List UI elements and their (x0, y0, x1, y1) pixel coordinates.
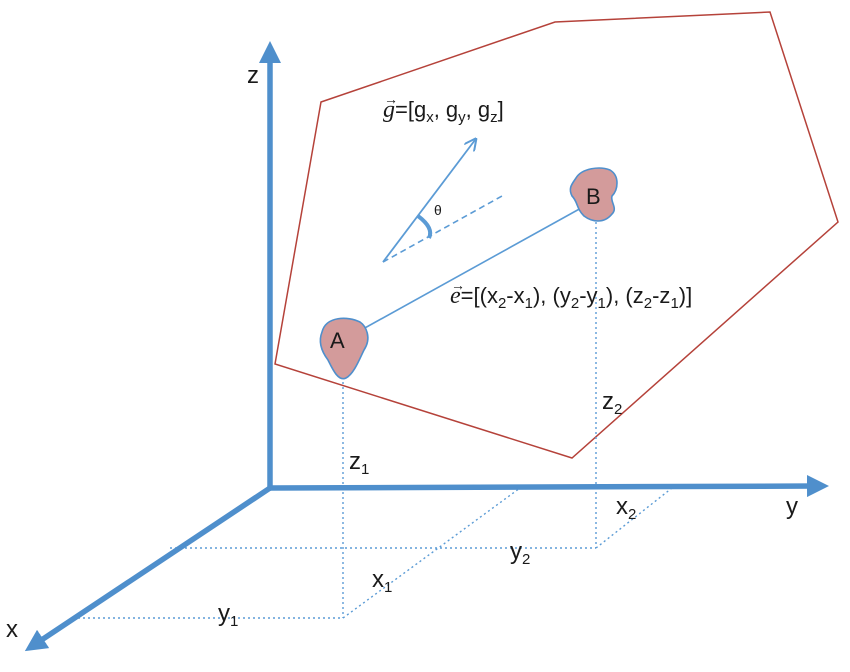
y2-label: y2 (510, 538, 531, 568)
x-axis-label: x (6, 616, 18, 643)
z2-label: z2 (602, 388, 623, 418)
edge-line (353, 201, 593, 335)
point-b-label: B (586, 184, 601, 209)
plane-polygon (274, 11, 839, 459)
angle-arc (416, 214, 433, 239)
point-a-blob (319, 317, 369, 380)
z-axis-label: z (247, 62, 259, 89)
point-a-label: A (330, 328, 345, 353)
x-axis (24, 485, 273, 652)
x2-label: x2 (616, 493, 637, 523)
theta-label: θ (434, 202, 442, 218)
edge-symbol: →e (450, 279, 465, 309)
edge-vector-label: →e=[(x2-x1), (y2-y1), (z2-z1)] (450, 279, 693, 312)
y-axis (267, 475, 829, 498)
projection-lines (78, 222, 673, 619)
gravity-arrow (382, 140, 475, 263)
axes (24, 41, 829, 652)
x1-label: x1 (372, 566, 393, 596)
y-axis-label: y (786, 493, 798, 520)
point-b-blob (569, 167, 618, 222)
z1-label: z1 (349, 448, 370, 478)
gravity-vector-label: →g=[gx, gy, gz] (383, 93, 504, 126)
gravity-dashed-reference (382, 195, 503, 263)
y1-label: y1 (218, 600, 239, 630)
gravity-symbol: →g (383, 93, 398, 123)
